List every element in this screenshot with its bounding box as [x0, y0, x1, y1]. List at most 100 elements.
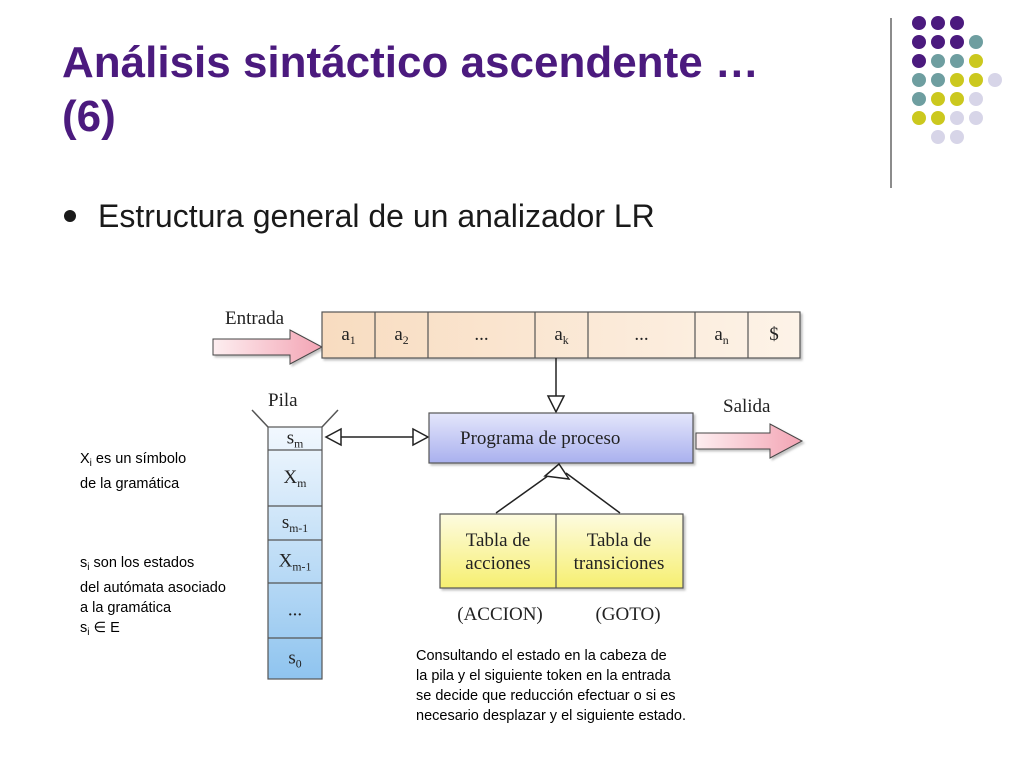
decorative-dot	[912, 16, 926, 30]
stack-cell-base: s	[288, 648, 295, 669]
stack-cell-base: s	[287, 428, 294, 449]
decorative-dot	[969, 54, 983, 68]
state-note-line-2: del autómata asociado	[80, 580, 226, 596]
input-cell-sub: n	[723, 334, 729, 347]
input-cell: ...	[634, 324, 648, 345]
transitions-table-line-1: Tabla de	[587, 530, 652, 551]
stack-cell: Xm	[284, 467, 307, 490]
program-side-arrowhead	[412, 427, 430, 447]
state-note-line-3: a la gramática	[80, 600, 172, 616]
decorative-divider	[890, 18, 892, 188]
bullet-item: Estructura general de un analizador LR	[62, 194, 655, 238]
stack-cell-base: X	[279, 551, 293, 572]
actions-table-line-2: acciones	[465, 553, 530, 574]
symbol-note-rest: es un símbolo	[91, 451, 187, 467]
decorative-dot	[969, 92, 983, 106]
state-note-base: s	[80, 555, 88, 571]
decorative-dot	[912, 111, 926, 125]
decorative-dot	[969, 73, 983, 87]
input-cell: a1	[341, 324, 355, 347]
bottom-note-line-2: la pila y el siguiente token en la entra…	[416, 668, 671, 684]
decorative-dot	[969, 111, 983, 125]
decorative-dot	[931, 92, 945, 106]
transitions-table-line-2: transiciones	[574, 553, 665, 574]
symbol-note-sub: i	[89, 458, 92, 469]
input-tape-frame	[321, 311, 801, 359]
transitions-caption: (GOTO)	[595, 604, 660, 625]
symbol-note-base: X	[80, 451, 90, 467]
state-note-line-1: si son los estados	[80, 553, 226, 578]
stack-frame	[267, 426, 323, 680]
stack-cell-sub: m	[297, 477, 306, 490]
decorative-dot	[931, 111, 945, 125]
state-note: si son los estados del autómata asociado…	[80, 553, 226, 643]
state-note-line-4-sub: i	[87, 627, 90, 638]
bullet-icon	[64, 210, 76, 222]
symbol-note-line-2: de la gramática	[80, 476, 180, 492]
decorative-dot	[931, 54, 945, 68]
decorative-dot	[988, 73, 1002, 87]
actions-table-line-1: Tabla de	[466, 530, 531, 551]
decorative-dot	[950, 73, 964, 87]
bottom-note-line-4: necesario desplazar y el siguiente estad…	[416, 708, 687, 724]
stack-cell: ...	[288, 600, 302, 621]
tables-box	[439, 513, 684, 589]
decorative-dot	[912, 73, 926, 87]
input-cell-base: ...	[634, 324, 648, 345]
state-note-line-4-base: s	[80, 620, 88, 636]
input-cell: a2	[394, 324, 408, 347]
decorative-dot	[950, 35, 964, 49]
input-label: Entrada	[225, 308, 285, 329]
bottom-note: Consultando el estado en la cabeza de la…	[416, 646, 686, 726]
decorative-dot	[950, 54, 964, 68]
slide-title-line-1: Análisis sintáctico ascendente …	[62, 38, 759, 87]
stack-cell: Xm-1	[279, 551, 312, 574]
decorative-dot	[912, 54, 926, 68]
bottom-note-line-3: se decide que reducción efectuar o si es	[416, 688, 676, 704]
actions-to-program-line	[495, 472, 553, 514]
stack-cell: sm-1	[282, 512, 308, 535]
state-note-line-4: si ∈ E	[80, 618, 226, 643]
decorative-dot	[931, 35, 945, 49]
stack-funnel-left	[251, 409, 269, 428]
decorative-dot	[950, 130, 964, 144]
input-cell-sub: k	[563, 334, 569, 347]
input-cell-base: a	[554, 324, 563, 345]
stack-cell: s0	[288, 648, 301, 671]
decorative-dot	[950, 16, 964, 30]
stack-side-arrowhead	[324, 427, 342, 447]
stack-funnel-right	[321, 409, 339, 428]
input-cell-sub: 1	[350, 334, 356, 347]
decorative-dot	[950, 92, 964, 106]
slide-title: Análisis sintáctico ascendente … (6)	[62, 36, 882, 144]
input-cell: an	[714, 324, 728, 347]
input-cell: ak	[554, 324, 568, 347]
input-cell-base: a	[341, 324, 350, 345]
decorative-dot	[931, 16, 945, 30]
stack-label: Pila	[268, 390, 298, 411]
stack-cell-sub: 0	[296, 658, 302, 671]
decorative-dot	[950, 111, 964, 125]
symbol-note-line-1: Xi es un símbolo	[80, 449, 186, 474]
decorative-dot	[912, 35, 926, 49]
decorative-dot	[931, 130, 945, 144]
stack-cell-base: ...	[288, 600, 302, 621]
stack-cell-sub: m-1	[289, 522, 308, 535]
stack-cell: sm	[287, 428, 304, 451]
input-cell-base: a	[714, 324, 723, 345]
input-cell: $	[769, 324, 779, 345]
input-cell-base: $	[769, 324, 779, 345]
output-label: Salida	[723, 396, 771, 417]
stack-cell-base: s	[282, 512, 289, 533]
stack-cell-sub: m-1	[292, 561, 311, 574]
transitions-to-program-line	[565, 472, 621, 514]
actions-caption: (ACCION)	[457, 604, 543, 625]
input-arrow	[212, 329, 324, 365]
slide-title-line-2: (6)	[62, 92, 116, 141]
stack-cell-base: X	[284, 467, 298, 488]
tables-to-program-arrowhead	[543, 462, 571, 480]
input-cell: ...	[474, 324, 488, 345]
state-note-sub: i	[87, 562, 90, 573]
